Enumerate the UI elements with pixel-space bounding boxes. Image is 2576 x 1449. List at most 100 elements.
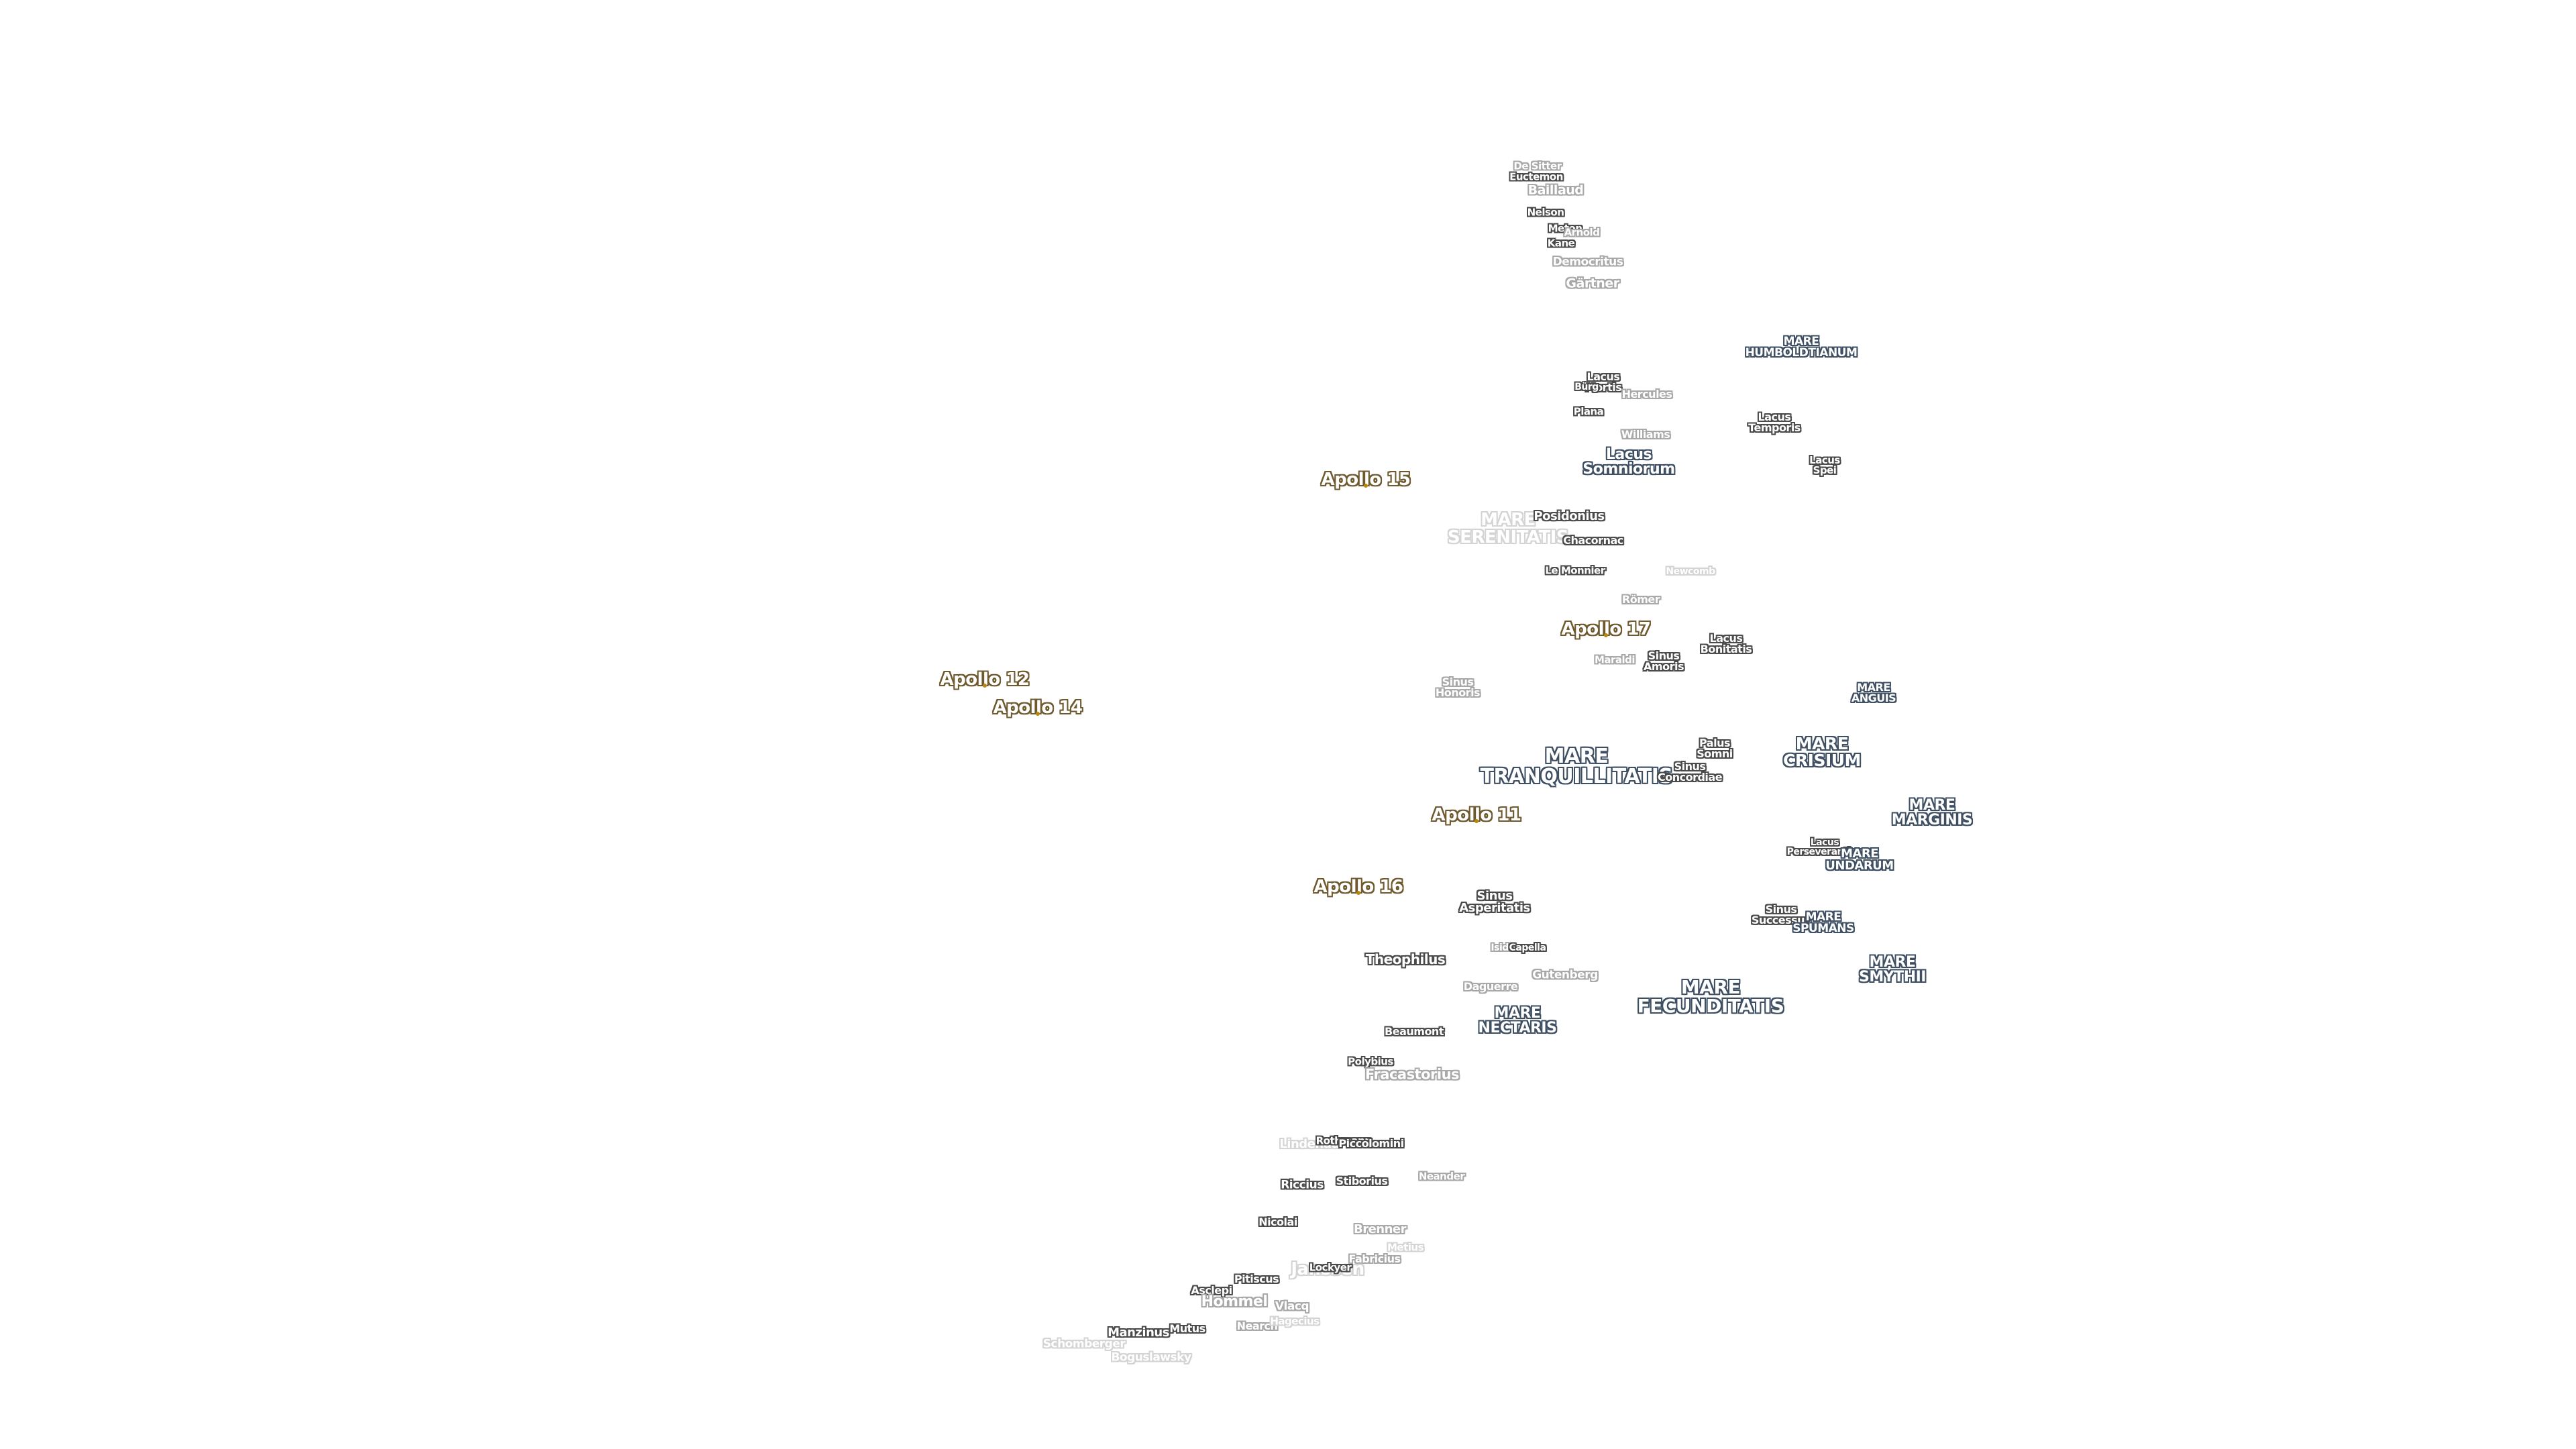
map-label-text: Hercules [1621,388,1672,400]
map-label-vlacq[interactable]: Vlacq [1275,1301,1309,1313]
map-label-nelson[interactable]: Nelson [1527,206,1564,219]
map-label-de-sitter[interactable]: De Sitter [1513,161,1562,172]
map-label-brenner[interactable]: Brenner [1354,1224,1407,1236]
map-label-hercules[interactable]: Hercules [1622,389,1672,400]
map-label-neander[interactable]: Neander [1419,1171,1465,1182]
map-label-text: Nelson [1527,206,1564,219]
map-label-pitiscus[interactable]: Pitiscus [1234,1274,1279,1285]
map-label-le-monnier[interactable]: Le Monnier [1545,566,1605,576]
map-label-text: CRISIUM [1783,751,1861,770]
landing-site-marker-icon[interactable] [1036,712,1040,716]
map-label-mutus[interactable]: Mutus [1169,1324,1205,1334]
map-label-text: Democritus [1552,255,1623,269]
map-label-lindenau[interactable]: Lindenau [1279,1138,1340,1150]
map-label-capella[interactable]: Capella [1509,943,1546,953]
map-label-williams[interactable]: Williams [1621,429,1670,440]
map-label-text: Schomberger [1042,1337,1126,1351]
map-label-burg[interactable]: Bürg [1574,382,1599,392]
map-label-text: Mortis [1585,381,1622,394]
landing-site-marker-icon[interactable] [1474,819,1479,824]
map-label-manzinus[interactable]: Manzinus [1108,1327,1169,1339]
map-label-text: Asclepi [1191,1284,1232,1297]
map-label-asclepi[interactable]: Asclepi [1191,1285,1232,1296]
map-label-text: Successus [1751,914,1811,926]
map-label-plana[interactable]: Plana [1574,407,1604,417]
map-label-janssen[interactable]: Janssen [1291,1260,1364,1278]
landing-site-marker-icon[interactable] [1604,633,1608,638]
map-label-mcgee[interactable]: Meton [1548,223,1582,234]
map-label-maraldi[interactable]: Maraldi [1595,655,1635,665]
map-label-nicolai[interactable]: Nicolai [1258,1217,1297,1228]
map-label-arnold[interactable]: Arnold [1564,227,1600,238]
map-label-romer[interactable]: Römer [1622,594,1660,605]
map-label-text: Theophilus [1365,951,1446,967]
map-label-chacornac[interactable]: Chacornac [1563,535,1623,546]
map-label-metius-ghost[interactable]: Metius [1387,1242,1424,1253]
map-label-piccolomini[interactable]: Piccolomini [1338,1138,1404,1149]
map-label-text: Palus [1699,737,1730,749]
map-label-text: MARE [1783,335,1819,348]
map-label-theophilus[interactable]: Theophilus [1366,953,1446,966]
map-label-schomberger[interactable]: Schomberger [1042,1337,1126,1351]
map-label-polybius[interactable]: Polybius [1348,1057,1393,1067]
map-label-text: Polybius [1348,1055,1393,1068]
map-label-text: Römer [1621,593,1660,606]
map-label-daguerre[interactable]: Daguerre [1464,981,1518,992]
map-label-isidorus[interactable]: Isidorus [1491,943,1531,953]
map-label-euctemon[interactable]: Euctemon [1509,172,1563,182]
map-label-rothmann[interactable]: Rothmann [1316,1136,1372,1146]
map-label-text: Gutenberg [1532,968,1598,982]
map-label-text: Lacus [1587,370,1620,383]
map-label-kane[interactable]: Kane [1548,238,1575,249]
map-label-nearch[interactable]: Nearch [1237,1321,1278,1332]
map-label-baillaud[interactable]: Baillaud [1528,184,1584,197]
landing-site-marker-icon[interactable] [983,684,987,688]
map-label-fracastorius[interactable]: Fracastorius [1365,1067,1460,1082]
map-label-democritus[interactable]: Democritus [1552,255,1623,269]
map-label-text: Lacus [1809,454,1840,466]
map-label-romer-ghost[interactable]: Newcomb [1666,567,1715,576]
map-label-hommel[interactable]: Hommel [1201,1295,1268,1309]
map-label-fabricius[interactable]: Fabricius [1349,1254,1401,1265]
landing-site-marker-icon[interactable] [1356,891,1360,896]
map-label-gartner[interactable]: Gärtner [1566,277,1619,290]
map-label-text: MARE [1840,847,1879,861]
map-label-text: Spei [1813,464,1837,476]
map-label-riccius[interactable]: Riccius [1281,1179,1324,1191]
map-label-stiborius[interactable]: Stiborius [1336,1176,1388,1187]
map-label-gutenberg[interactable]: Gutenberg [1532,968,1598,982]
map-label-hagecius-ghost[interactable]: Hagecius [1270,1316,1320,1327]
map-label-text: MARE [1795,734,1849,753]
map-label-lockyer[interactable]: Lockyer [1309,1263,1352,1273]
map-label-beaumont[interactable]: Beaumont [1385,1026,1444,1037]
map-label-posidonius[interactable]: Posidonius [1534,511,1605,523]
map-label-text: Janssen [1291,1259,1364,1279]
map-label-text: Sinus [1674,760,1706,773]
map-label-boguslawsky[interactable]: Boguslawsky [1111,1352,1191,1364]
landing-site-marker-icon[interactable] [1364,484,1368,488]
